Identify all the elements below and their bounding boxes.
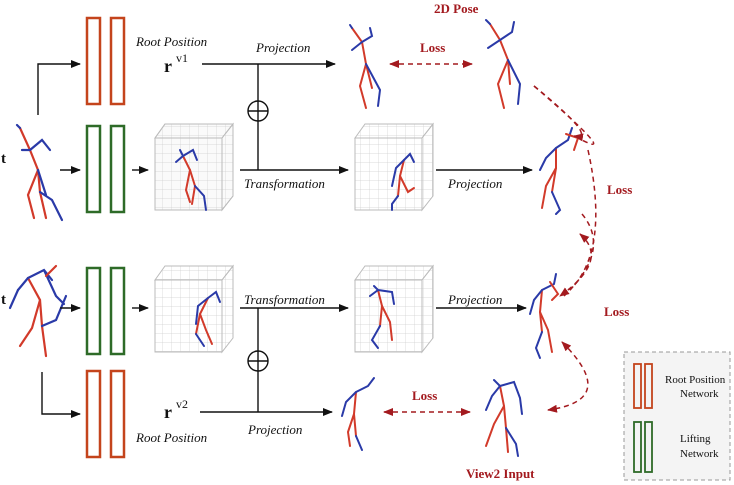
label-projection-bottom: Projection [247, 422, 302, 437]
arrows [37, 60, 533, 418]
pose-input-bottom [8, 264, 68, 358]
pose-projection-bottom [341, 377, 375, 451]
pose-projection-right-bottom [529, 273, 560, 359]
pose-projection-top [349, 24, 382, 109]
plus-operator-top [247, 100, 269, 122]
loss-arrows [383, 60, 597, 416]
label-projection-mid-top: Projection [447, 176, 502, 191]
label-input-bottom: t [1, 292, 6, 308]
pose-3d-top-right [391, 152, 415, 211]
label-r-top: r [164, 56, 172, 76]
label-loss-right-lower: Loss [604, 304, 629, 319]
pose-3d-bottom-left [195, 290, 221, 347]
label-loss-bottom: Loss [412, 388, 437, 403]
root-network-top [85, 16, 126, 106]
pose-projection-right-top [539, 127, 580, 215]
pose-2d-ground-truth [485, 19, 522, 109]
plus-operator-bottom [247, 350, 269, 372]
pose-3d-top-left [175, 148, 207, 211]
title-view2-input: View2 Input [466, 466, 535, 481]
label-loss-right-upper: Loss [607, 182, 632, 197]
label-transformation-top: Transformation [244, 176, 325, 191]
root-network-bottom [85, 369, 126, 459]
lifting-network-bottom [85, 266, 126, 356]
label-transformation-bottom: Transformation [244, 292, 325, 307]
label-r-bottom: r [164, 402, 172, 422]
label-loss-top: Loss [420, 40, 445, 55]
label-projection-top: Projection [255, 40, 310, 55]
grid-box-bottom-left [154, 264, 235, 354]
legend-root-line2: Network [680, 388, 719, 400]
legend-root-swatch-a [633, 363, 642, 409]
legend-lift-line2: Network [680, 448, 719, 460]
legend-lift-line1: Lifting [680, 433, 711, 445]
label-input-top: t [1, 151, 6, 167]
label-root-position-bottom: Root Position [135, 430, 207, 445]
grid-box-top-right [354, 122, 435, 212]
pose-input-top [15, 123, 64, 222]
legend-lift-swatch-b [644, 421, 653, 473]
label-root-position-top: Root Position [135, 34, 207, 49]
legend-lift-swatch-a [633, 421, 642, 473]
label-projection-mid-bottom: Projection [447, 292, 502, 307]
title-2d-pose: 2D Pose [434, 1, 479, 16]
pose-view2-input [485, 379, 523, 457]
legend: Root Position Network Lifting Network [623, 351, 731, 481]
label-r-v2-sup: v2 [176, 397, 188, 411]
pose-3d-bottom-right [369, 285, 395, 349]
lifting-network-top [85, 124, 126, 214]
legend-root-swatch-b [644, 363, 653, 409]
legend-root-line1: Root Position [665, 374, 726, 386]
label-r-v1-sup: v1 [176, 51, 188, 65]
grid-box-bottom-right [354, 264, 435, 354]
